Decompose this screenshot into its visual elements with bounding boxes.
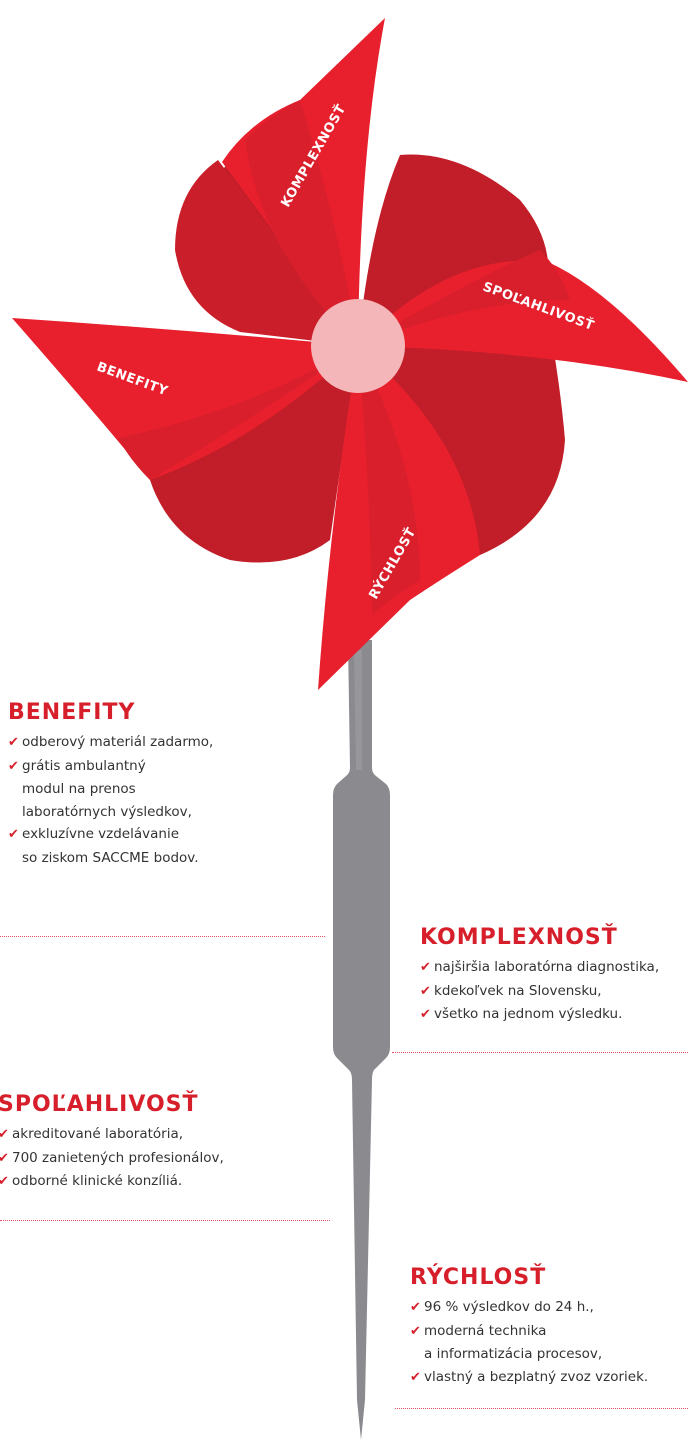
pinwheel-blades (12, 18, 688, 690)
section-title: BENEFITY (8, 700, 136, 725)
checkmark-icon: ✔ (420, 983, 431, 999)
list-item: modul na prenos (22, 781, 136, 797)
checkmark-icon: ✔ (410, 1323, 421, 1339)
section-divider (395, 1408, 688, 1409)
section-benefity: BENEFITY ✔odberový materiál zadarmo, ✔gr… (8, 700, 213, 869)
komplexnost-list: ✔najširšia laboratórna diagnostika, ✔kde… (420, 956, 659, 1027)
list-item: so ziskom SACCME bodov. (22, 849, 199, 866)
pinwheel-stick (333, 640, 390, 1440)
checkmark-icon: ✔ (8, 827, 19, 842)
list-item: ✔exkluzívne vzdelávanie (8, 823, 213, 847)
checkmark-icon: ✔ (410, 1300, 421, 1315)
list-item: ✔odborné klinické konzíliá. (0, 1170, 224, 1194)
section-divider (392, 1052, 688, 1053)
list-item: laboratórnych výsledkov, (22, 803, 192, 820)
benefity-list: ✔odberový materiál zadarmo, ✔grátis ambu… (8, 731, 213, 869)
list-item: a informatizácia procesov, (424, 1346, 603, 1362)
checkmark-icon: ✔ (420, 960, 431, 975)
list-item: ✔odberový materiál zadarmo, (8, 731, 213, 755)
checkmark-icon: ✔ (8, 735, 19, 750)
section-title: SPOĽAHLIVOSŤ (0, 1092, 199, 1117)
section-divider (0, 1220, 330, 1221)
list-item: ✔kdekoľvek na Slovensku, (420, 980, 659, 1004)
list-item: ✔grátis ambulantný (8, 755, 213, 779)
pinwheel-hub (311, 299, 405, 393)
section-title: RÝCHLOSŤ (410, 1265, 547, 1290)
checkmark-icon: ✔ (410, 1369, 421, 1385)
list-item: ✔moderná technika (410, 1320, 648, 1344)
list-item: ✔najširšia laboratórna diagnostika, (420, 956, 659, 980)
list-item: ✔akreditované laboratória, (0, 1123, 224, 1147)
section-spolahlivost: SPOĽAHLIVOSŤ ✔akreditované laboratória, … (0, 1092, 224, 1194)
spolahlivost-list: ✔akreditované laboratória, ✔700 zanieten… (0, 1123, 224, 1194)
list-item: ✔700 zanietených profesionálov, (0, 1147, 224, 1171)
list-item: ✔vlastný a bezplatný zvoz vzoriek. (410, 1366, 648, 1390)
checkmark-icon: ✔ (0, 1150, 9, 1166)
section-divider (0, 936, 325, 937)
checkmark-icon: ✔ (0, 1174, 9, 1189)
checkmark-icon: ✔ (420, 1007, 431, 1022)
section-title: KOMPLEXNOSŤ (420, 925, 618, 950)
rychlost-list: ✔96 % výsledkov do 24 h., ✔moderná techn… (410, 1296, 648, 1389)
section-rychlost: RÝCHLOSŤ ✔96 % výsledkov do 24 h., ✔mode… (410, 1265, 648, 1389)
checkmark-icon: ✔ (0, 1127, 9, 1142)
list-item: ✔96 % výsledkov do 24 h., (410, 1296, 648, 1320)
section-komplexnost: KOMPLEXNOSŤ ✔najširšia laboratórna diagn… (420, 925, 659, 1027)
checkmark-icon: ✔ (8, 758, 19, 774)
list-item: ✔všetko na jednom výsledku. (420, 1003, 659, 1027)
